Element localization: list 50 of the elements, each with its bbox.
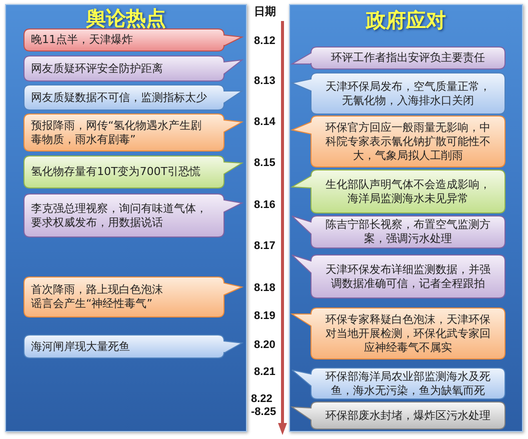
callout-text: 网友质疑数据不可信，监测指标太少 — [31, 90, 207, 104]
date-label: 8.15 — [254, 157, 276, 170]
date-label: 8.19 — [254, 310, 276, 323]
column-panel — [289, 4, 523, 432]
callout-text: 李克强总理视察，询问有味道气体，要求权威发布，用数据说话 — [31, 202, 208, 230]
callout-text: 环保官方回应一般雨量无影响，中科院专家表示氰化钠扩散可能性不大，气象局拟人工削雨 — [324, 120, 492, 162]
speech-bubble — [292, 255, 505, 298]
date-label: 8.12 — [254, 35, 276, 48]
speech-bubble — [24, 29, 242, 51]
panel-heading: 政府应对 — [364, 10, 447, 31]
panel-heading: 舆论热点 — [85, 8, 167, 29]
callout-text: 晚11点半，天津爆炸 — [31, 33, 133, 47]
speech-bubble — [24, 194, 242, 237]
speech-bubble — [24, 335, 242, 358]
speech-bubble — [292, 73, 505, 114]
callout-text: 环保部海洋局农业部监测海水及死鱼，海水无污染，鱼为缺氧而死 — [324, 370, 492, 398]
speech-bubble — [292, 170, 505, 213]
speech-bubble — [24, 156, 242, 188]
speech-bubble — [24, 114, 242, 151]
speech-bubble — [24, 85, 242, 110]
callout-text: 生化部队声明气体不会造成影响，海洋局监测海水未见异常 — [324, 178, 492, 206]
callout-text: 天津环保局发布，空气质量正常，无氰化物，入海排水口关闭 — [324, 80, 492, 108]
callout-text: 首次降雨，路上现白色泡沫谣言会产生“神经性毒气” — [31, 283, 164, 311]
date-label: 8.22 -8.25 — [251, 393, 278, 419]
date-label: 8.13 — [254, 75, 276, 88]
callout-text: 网友质疑环评安全防护距离 — [31, 62, 163, 76]
date-label: 8.17 — [254, 240, 276, 253]
date-label: 8.14 — [254, 116, 276, 129]
callout-text: 环保专家释疑白色泡沫，天津环保对当地开展检测，环保化武专家回应神经毒气不属实 — [324, 312, 492, 354]
date-label: 8.20 — [254, 339, 276, 352]
speech-bubble — [292, 47, 505, 69]
callout-text: 陈吉宁部长视察，布置空气监测方案，强调污水处理 — [324, 218, 492, 246]
speech-bubble — [292, 368, 505, 399]
callout-text: 预报降雨，网传“氢化物遇水产生剧毒物质，雨水有剧毒” — [31, 118, 203, 146]
speech-bubble — [24, 277, 242, 317]
date-label: 8.21 — [254, 366, 276, 379]
speech-bubble — [292, 116, 505, 167]
speech-bubble — [24, 56, 242, 81]
timeline-heading: 日期 — [254, 6, 276, 19]
speech-bubble — [292, 402, 505, 429]
callout-text: 氢化物存量有10T变为700T引恐慌 — [31, 165, 200, 179]
speech-bubble — [292, 308, 505, 359]
callout-text: 海河闸岸现大量死鱼 — [31, 340, 130, 354]
date-label: 8.16 — [254, 199, 276, 212]
callout-text: 环保部废水封堵，爆炸区污水处理 — [326, 408, 490, 422]
column-panel — [5, 4, 247, 432]
callout-text: 天津环保发布详细监测数据，并强调数据准确可信，记者全程跟拍 — [324, 262, 492, 290]
callout-text: 环评工作者指出安评负主要责任 — [331, 51, 485, 65]
date-label: 8.18 — [254, 282, 276, 295]
speech-bubble — [292, 216, 505, 248]
